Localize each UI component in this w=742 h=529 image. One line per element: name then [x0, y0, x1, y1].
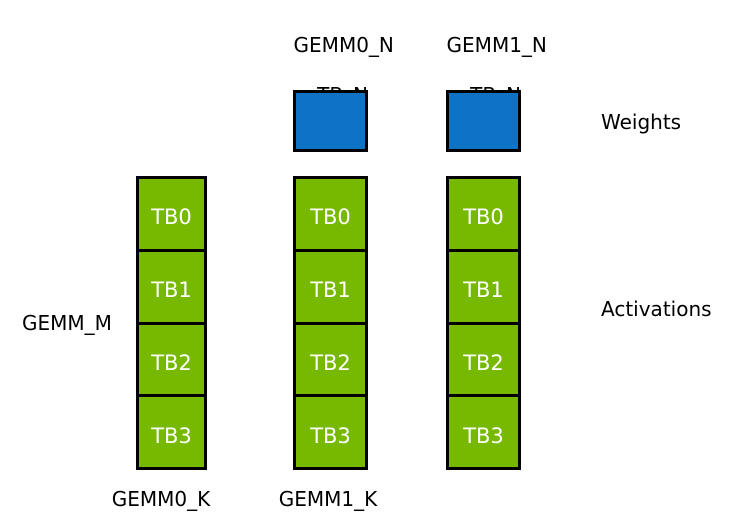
- table-row[interactable]: TB0: [296, 179, 365, 252]
- cell-label: TB0: [463, 205, 504, 230]
- weights-row-label: Weights: [601, 110, 682, 134]
- table-row[interactable]: TB2: [449, 324, 518, 398]
- gemm0-k-label: GEMM0_K: [111, 487, 211, 511]
- table-row[interactable]: TB1: [296, 251, 365, 325]
- cell-label: TB3: [310, 423, 351, 448]
- table-row[interactable]: TB3: [449, 397, 518, 467]
- cell-label: TB1: [310, 278, 351, 303]
- gemm0-input-column[interactable]: TB0 TB1 TB2 TB3: [136, 176, 207, 470]
- cell-label: TB2: [463, 350, 504, 375]
- gemm0-n-label-line1: GEMM0_N: [293, 33, 394, 57]
- cell-label: TB2: [310, 350, 351, 375]
- table-row[interactable]: TB1: [449, 251, 518, 325]
- cell-label: TB1: [151, 278, 192, 303]
- table-row[interactable]: TB0: [449, 179, 518, 252]
- table-row[interactable]: TB0: [139, 179, 204, 252]
- table-row[interactable]: TB3: [296, 397, 365, 467]
- cell-label: TB1: [463, 278, 504, 303]
- activations-row-label: Activations: [601, 297, 712, 321]
- table-row[interactable]: TB2: [139, 324, 204, 398]
- cell-label: TB3: [463, 423, 504, 448]
- cell-label: TB0: [151, 205, 192, 230]
- gemm1-k-label: GEMM1_K: [278, 487, 378, 511]
- gemm0-weight-tile[interactable]: [293, 90, 368, 152]
- cell-label: TB3: [151, 423, 192, 448]
- cell-label: TB0: [310, 205, 351, 230]
- gemm1-output-column[interactable]: TB0 TB1 TB2 TB3: [446, 176, 521, 470]
- table-row[interactable]: TB3: [139, 397, 204, 467]
- table-row[interactable]: TB1: [139, 251, 204, 325]
- gemm1-weight-tile[interactable]: [446, 90, 521, 152]
- gemm0-output-column[interactable]: TB0 TB1 TB2 TB3: [293, 176, 368, 470]
- cell-label: TB2: [151, 350, 192, 375]
- gemm1-n-label-line1: GEMM1_N: [446, 33, 547, 57]
- gemm-m-label: GEMM_M: [22, 311, 112, 335]
- table-row[interactable]: TB2: [296, 324, 365, 398]
